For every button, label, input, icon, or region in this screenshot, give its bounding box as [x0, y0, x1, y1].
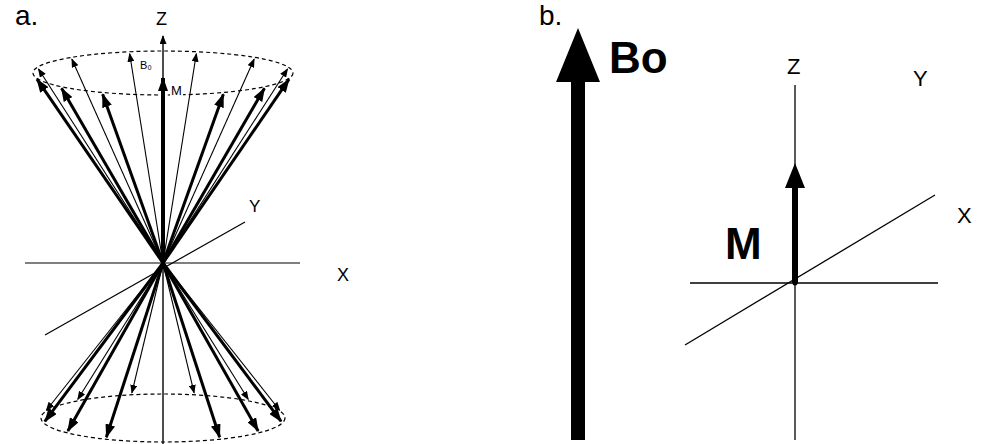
axis-label: Y	[248, 198, 261, 215]
vector-label: M	[170, 84, 183, 97]
spin-vector	[72, 59, 163, 263]
axis-label: X	[336, 266, 350, 284]
axis-label: Z	[155, 10, 168, 28]
panel-letter: b.	[538, 2, 563, 30]
spin-vector	[163, 88, 264, 263]
net-magnetization	[556, 28, 938, 440]
axis-label: X	[956, 205, 973, 227]
spin-vector	[163, 263, 281, 421]
field-label: B₀	[139, 60, 153, 71]
x-axis	[690, 282, 938, 283]
spin-vector	[163, 94, 223, 263]
spin-vector	[37, 79, 163, 263]
panel-letter: a.	[14, 2, 39, 30]
vector-label: M	[724, 222, 763, 266]
spin-vector	[45, 263, 163, 421]
spin-vectors	[37, 54, 289, 438]
spin-vector	[163, 79, 289, 263]
axis-label: Z	[786, 56, 801, 78]
axis-label: Y	[912, 68, 929, 90]
z-axis	[162, 36, 163, 444]
field-label: Bo	[608, 36, 669, 80]
magnetization-vector	[161, 78, 165, 263]
spin-vector	[62, 88, 163, 263]
precession-cones	[25, 36, 300, 444]
spin-vector	[103, 94, 163, 263]
spin-vector	[163, 59, 254, 263]
spin-vector	[68, 263, 163, 431]
field-arrow	[556, 28, 600, 440]
origin-dot	[793, 281, 798, 286]
spin-vector	[163, 263, 220, 437]
magnetization-vector	[785, 163, 805, 283]
y-axis	[685, 195, 935, 345]
